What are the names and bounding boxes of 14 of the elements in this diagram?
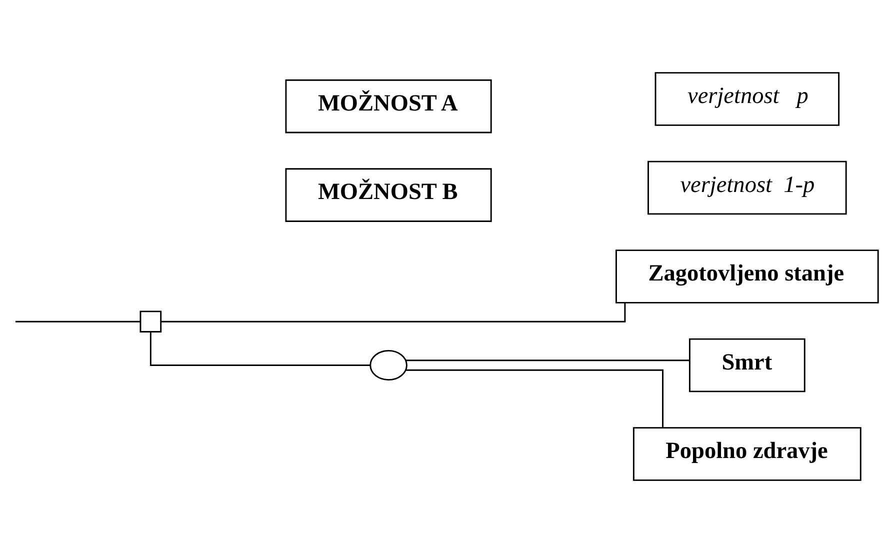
node-box: Zagotovljeno stanje xyxy=(616,249,879,303)
connector xyxy=(406,359,690,361)
node-box: MOŽNOST B xyxy=(285,168,492,222)
node-box: Popolno zdravje xyxy=(632,426,862,480)
connector xyxy=(150,332,370,366)
connector xyxy=(16,320,140,322)
node-box: MOŽNOST A xyxy=(285,78,492,133)
node-box: Smrt xyxy=(688,338,806,392)
connector xyxy=(406,368,664,427)
connector xyxy=(161,302,626,322)
node-box xyxy=(140,310,162,332)
node-box: verjetnost p xyxy=(654,72,840,126)
node-circle xyxy=(370,349,408,380)
node-box: verjetnost 1-p xyxy=(648,160,847,214)
